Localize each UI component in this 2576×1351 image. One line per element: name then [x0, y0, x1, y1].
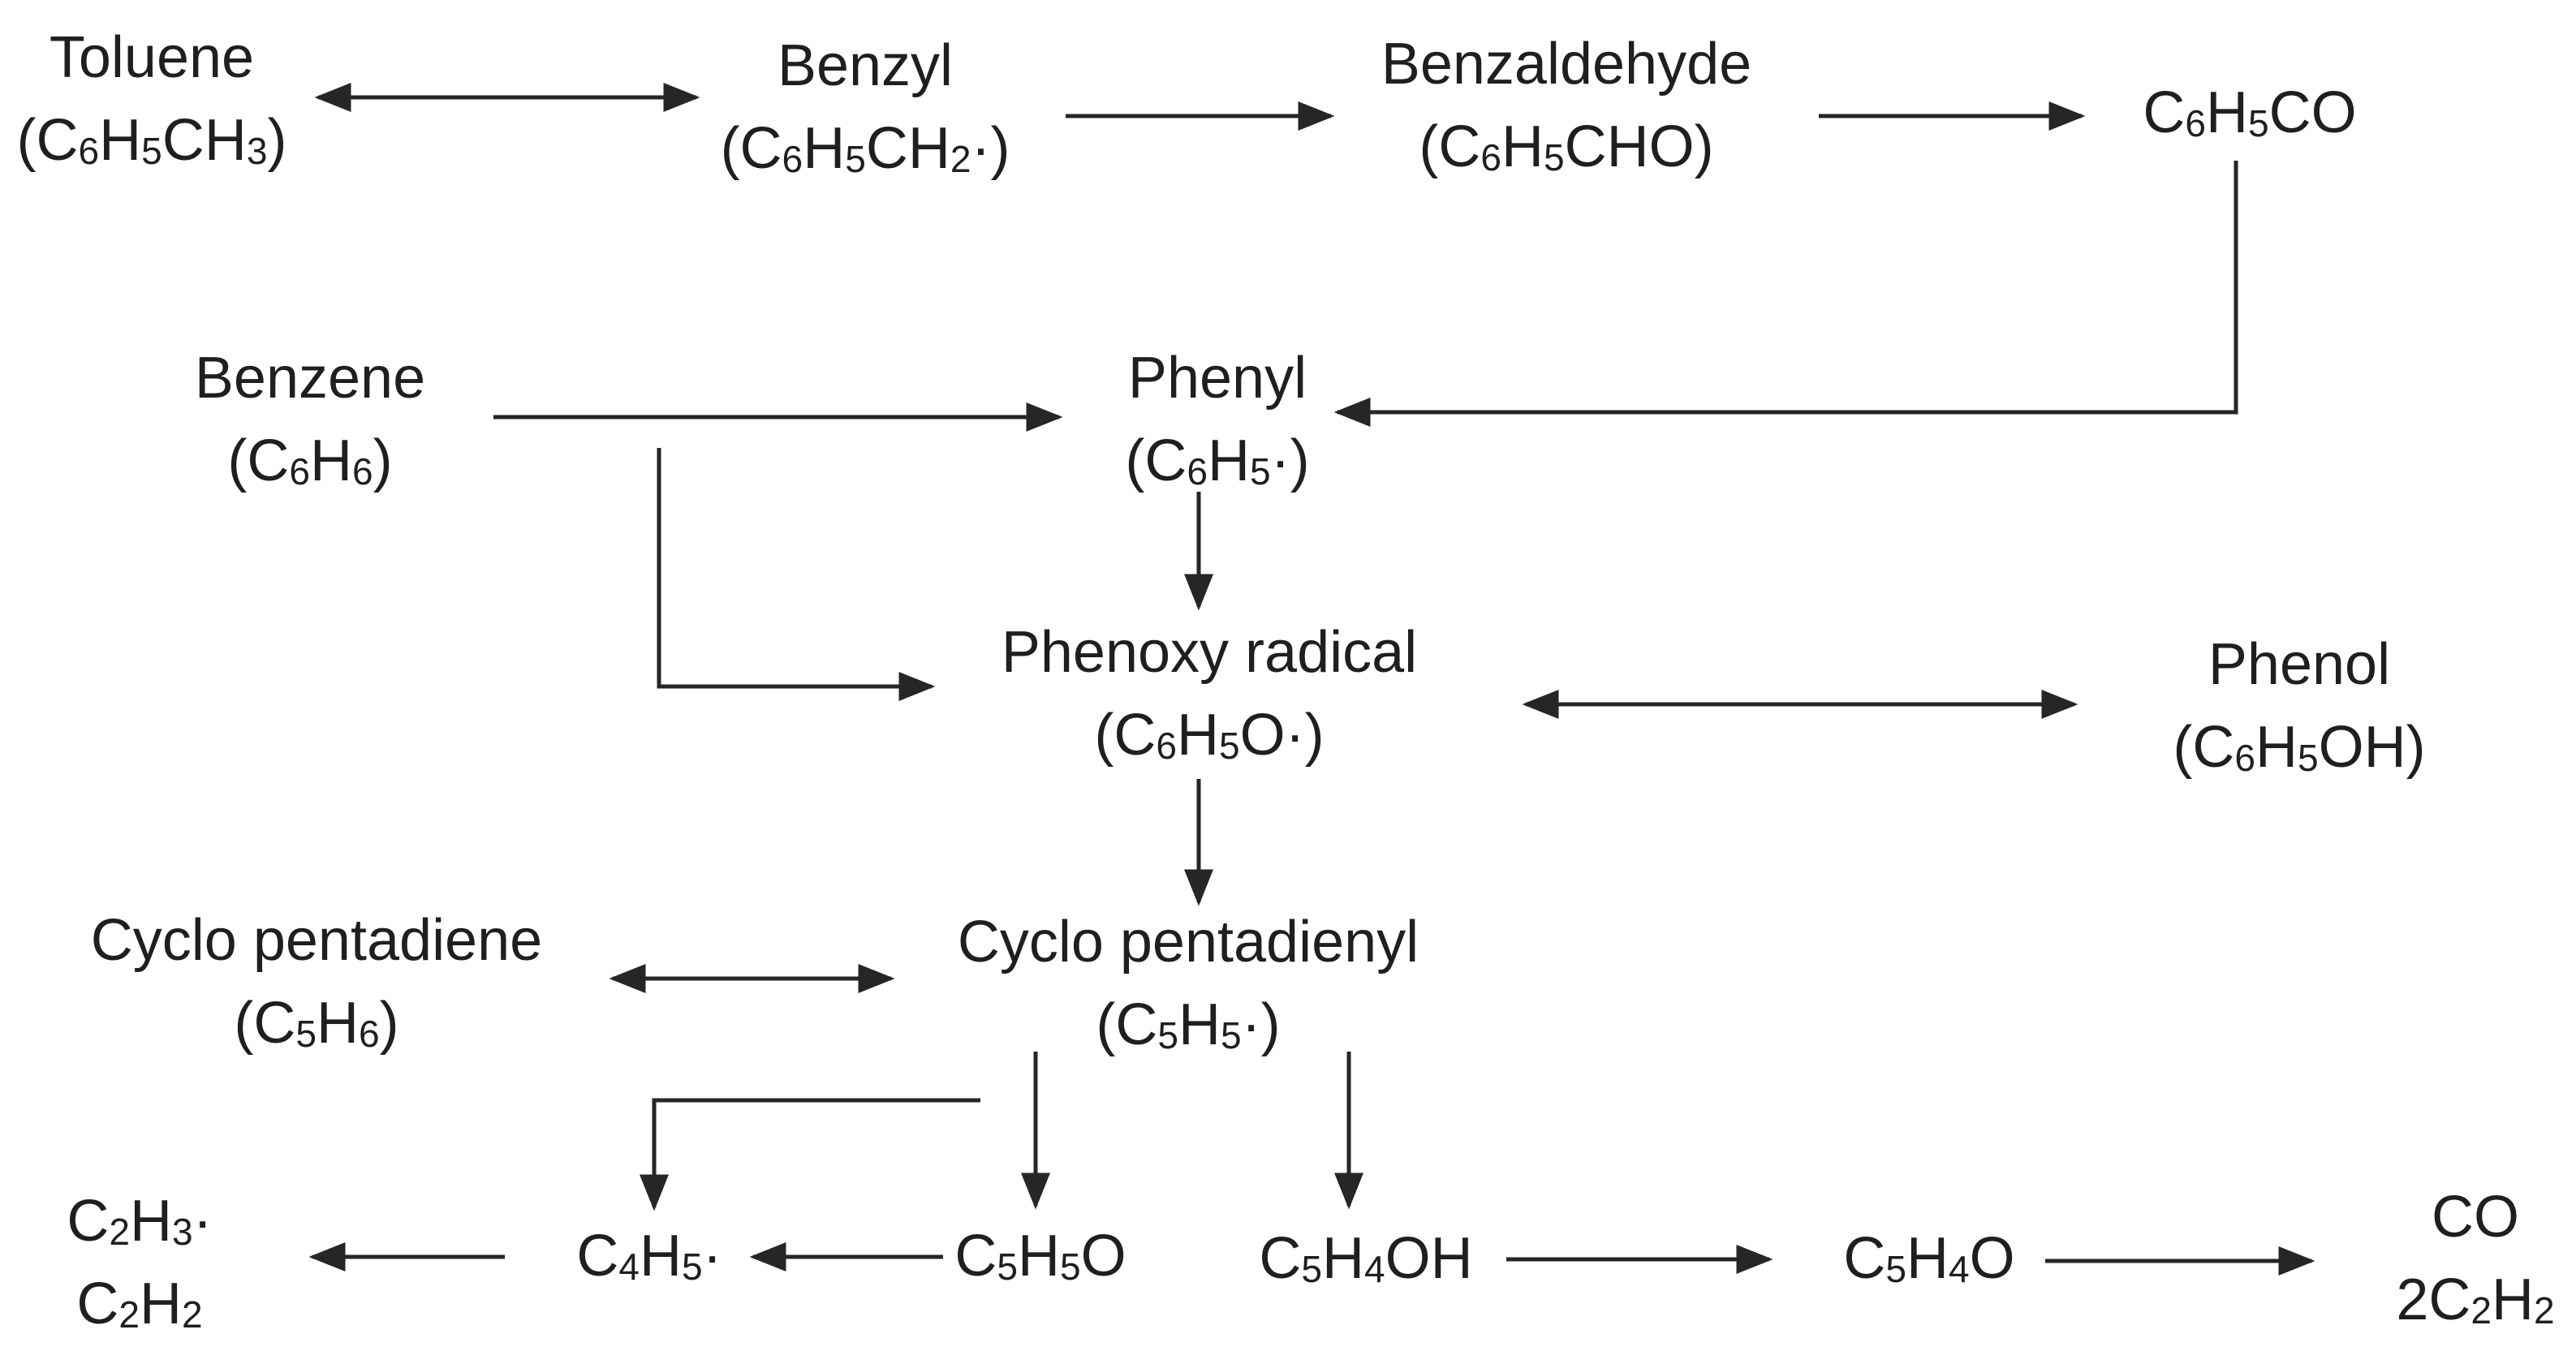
node-benzaldehyde: Benzaldehyde (C6H5CHO) — [1381, 23, 1751, 188]
node-benzoyl-formula: C6H5CO — [2143, 80, 2357, 145]
node-cyclopentadienyl: Cyclo pentadienyl (C5H5·) — [958, 901, 1419, 1066]
node-cyclopentadienyl-title: Cyclo pentadienyl — [957, 910, 1419, 975]
node-c2-products: C2H3· C2H2 — [67, 1180, 212, 1345]
node-co-products: CO 2C2H2 — [2396, 1176, 2554, 1341]
node-cyclopentadiene-formula: (C5H6) — [234, 991, 399, 1056]
node-c5h4oh-formula: C5H4OH — [1259, 1226, 1473, 1291]
node-c5h4o: C5H4O — [1843, 1217, 2014, 1300]
node-phenoxy-radical-title: Phenoxy radical — [1001, 620, 1418, 685]
node-c2h2-formula: C2H2 — [76, 1271, 203, 1336]
node-benzoyl: C6H5CO — [2143, 71, 2356, 154]
node-cyclopentadiene-title: Cyclo pentadiene — [90, 908, 543, 973]
node-benzyl-formula: (C6H5CH2·) — [720, 116, 1010, 181]
node-phenyl: Phenyl (C6H5·) — [1125, 337, 1309, 502]
node-c5h5o-formula: C5H5O — [954, 1224, 1126, 1289]
node-phenyl-title: Phenyl — [1127, 346, 1307, 411]
node-phenol-title: Phenol — [2208, 632, 2391, 697]
node-phenyl-formula: (C6H5·) — [1125, 428, 1310, 493]
node-c5h4oh: C5H4OH — [1259, 1217, 1472, 1300]
node-2c2h2-formula: 2C2H2 — [2396, 1267, 2555, 1332]
node-benzene-formula: (C6H6) — [227, 428, 393, 493]
node-phenol: Phenol (C6H5OH) — [2173, 623, 2425, 789]
node-benzene: Benzene (C6H6) — [195, 337, 425, 502]
arrow-benzoyl-phenyl-elbow — [1333, 161, 2238, 427]
node-phenoxy-radical: Phenoxy radical (C6H5O·) — [1002, 611, 1417, 777]
arrow-benzene-phenoxy-elbow — [657, 448, 936, 701]
node-cyclopentadienyl-formula: (C5H5·) — [1096, 992, 1281, 1057]
node-benzaldehyde-title: Benzaldehyde — [1381, 32, 1752, 97]
node-c2h3-formula: C2H3· — [67, 1189, 213, 1254]
node-toluene-title: Toluene — [49, 25, 255, 90]
node-cyclopentadiene: Cyclo pentadiene (C5H6) — [91, 899, 542, 1065]
node-toluene-formula: (C6H5CH3) — [16, 108, 287, 173]
node-c4h5: C4H5· — [576, 1215, 722, 1297]
node-toluene: Toluene (C6H5CH3) — [17, 16, 287, 182]
node-benzyl: Benzyl (C6H5CH2·) — [721, 24, 1010, 190]
arrow-cyclopentadienyl-c4h5-elbow — [640, 1098, 980, 1211]
node-phenol-formula: (C6H5OH) — [2173, 715, 2426, 780]
node-benzyl-title: Benzyl — [777, 33, 954, 98]
node-co-formula: CO — [2431, 1185, 2520, 1250]
node-c5h5o: C5H5O — [954, 1215, 1126, 1297]
node-phenoxy-radical-formula: (C6H5O·) — [1094, 703, 1325, 768]
node-c4h5-formula: C4H5· — [576, 1224, 722, 1289]
node-benzene-title: Benzene — [194, 346, 426, 411]
node-c5h4o-formula: C5H4O — [1843, 1226, 2015, 1291]
node-benzaldehyde-formula: (C6H5CHO) — [1419, 114, 1714, 179]
